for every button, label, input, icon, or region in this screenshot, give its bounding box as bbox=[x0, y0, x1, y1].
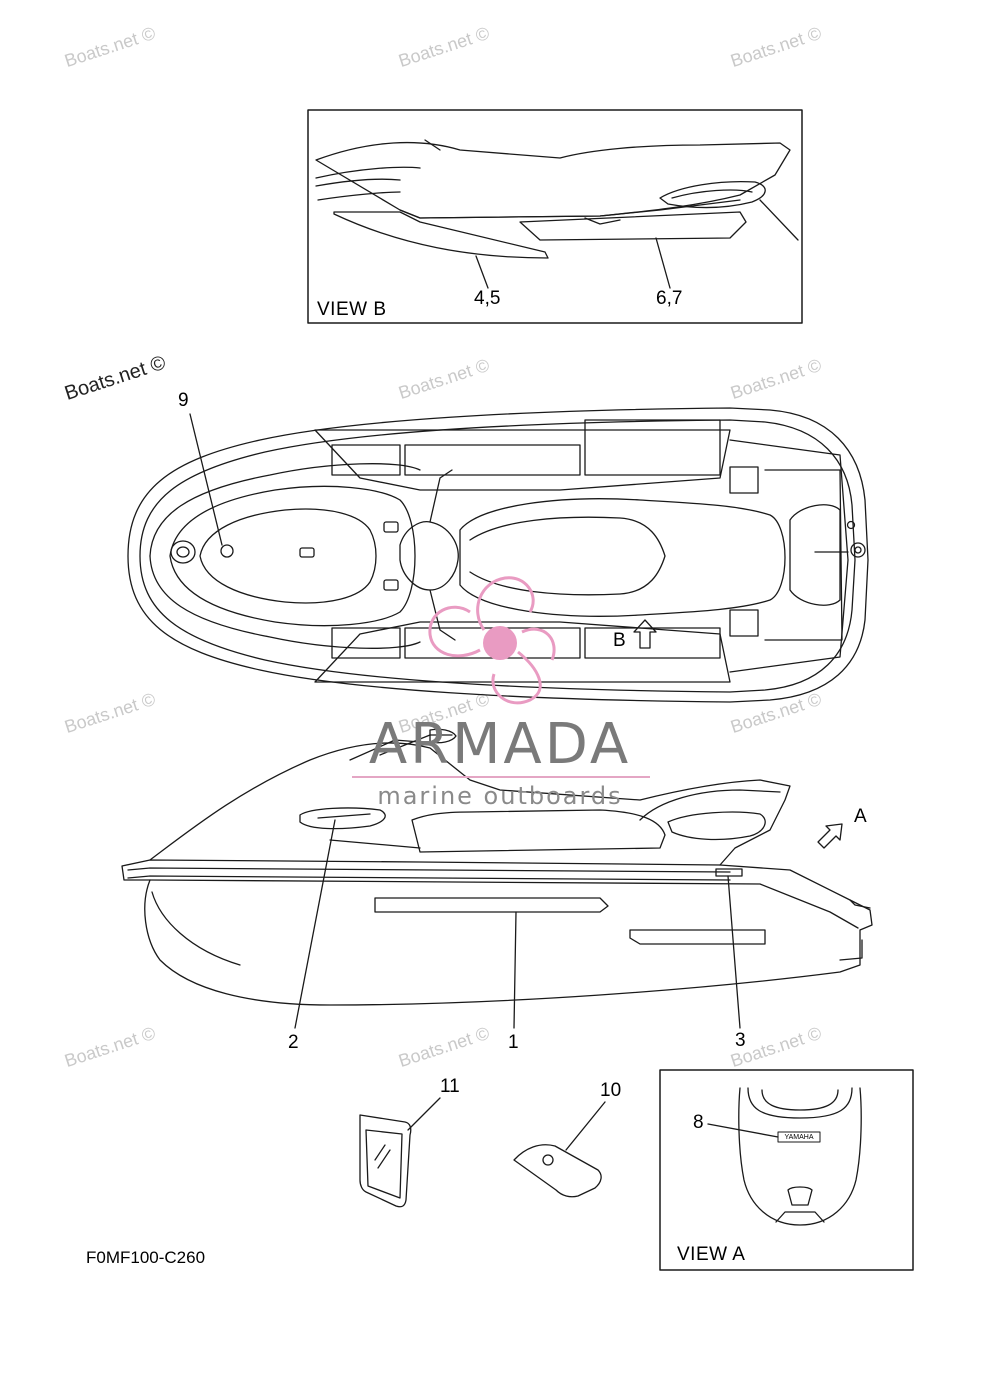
brand-tagline: marine outboards bbox=[377, 782, 623, 810]
view-a-arrow bbox=[817, 823, 843, 849]
part-11-sticker bbox=[359, 1097, 441, 1208]
top-view-hull bbox=[127, 407, 869, 703]
brand-divider bbox=[352, 776, 650, 778]
callout-11: 11 bbox=[440, 1076, 460, 1097]
view-b-frame bbox=[307, 109, 803, 324]
decal-1 bbox=[374, 897, 609, 913]
callout-9: 9 bbox=[178, 390, 189, 411]
side-view-hull bbox=[121, 728, 873, 1006]
callout-10: 10 bbox=[600, 1080, 622, 1101]
brand-name: ARMADA bbox=[368, 712, 632, 777]
part-10-tag bbox=[513, 1101, 606, 1198]
callout-3: 3 bbox=[735, 1030, 746, 1051]
callout-1: 1 bbox=[508, 1032, 519, 1053]
decal-4-5 bbox=[333, 211, 549, 259]
view-a-frame bbox=[659, 1069, 914, 1271]
view-a-label: VIEW A bbox=[677, 1244, 746, 1265]
decal-6-7 bbox=[519, 211, 747, 241]
decal-3 bbox=[715, 868, 743, 877]
view-b-label: VIEW B bbox=[317, 299, 387, 320]
view-b-arrow bbox=[633, 619, 657, 649]
callout-2: 2 bbox=[288, 1032, 299, 1053]
callout-8: 8 bbox=[693, 1112, 704, 1133]
arrow-a-label: A bbox=[854, 806, 867, 827]
yamaha-badge-text: YAMAHA bbox=[784, 1134, 814, 1141]
callout-4-5: 4,5 bbox=[474, 288, 501, 309]
arrow-b-label: B bbox=[613, 630, 626, 651]
callout-6-7: 6,7 bbox=[656, 288, 683, 309]
diagram-code: F0MF100-C260 bbox=[86, 1248, 206, 1267]
view-a-stern bbox=[738, 1087, 862, 1226]
view-b-hull bbox=[315, 139, 799, 241]
armada-logo bbox=[428, 576, 556, 705]
